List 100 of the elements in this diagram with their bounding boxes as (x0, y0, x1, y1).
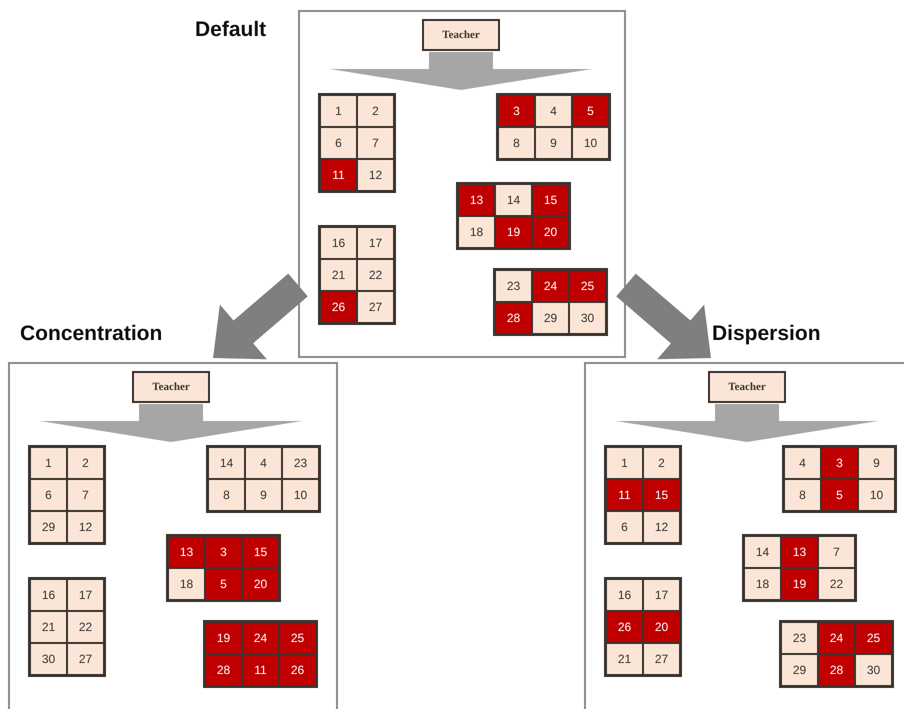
student-seat: 20 (533, 217, 568, 247)
teacher-desk: Teacher (708, 371, 786, 403)
student-seat: 21 (321, 260, 356, 290)
student-seat: 24 (819, 623, 854, 653)
student-seat: 11 (243, 655, 278, 685)
student-seat: 2 (358, 96, 393, 126)
student-seat: 12 (644, 512, 679, 542)
direction-arrow (330, 52, 592, 90)
student-seat: 17 (644, 580, 679, 610)
desk-group (604, 445, 682, 545)
student-seat: 13 (459, 185, 494, 215)
student-seat: 21 (31, 612, 66, 642)
desk-group (166, 534, 281, 602)
student-seat: 8 (785, 480, 820, 510)
student-seat: 24 (533, 271, 568, 301)
student-seat: 24 (243, 623, 278, 653)
panel-heading: Concentration (20, 322, 162, 346)
student-seat: 14 (745, 537, 780, 567)
student-seat: 19 (782, 569, 817, 599)
student-seat: 14 (496, 185, 531, 215)
student-seat: 26 (607, 612, 642, 642)
student-seat: 30 (31, 644, 66, 674)
student-seat: 26 (280, 655, 315, 685)
student-seat: 25 (570, 271, 605, 301)
student-seat: 9 (536, 128, 571, 158)
desk-group (28, 577, 106, 677)
student-seat: 11 (607, 480, 642, 510)
student-seat: 23 (496, 271, 531, 301)
student-seat: 18 (745, 569, 780, 599)
student-seat: 3 (499, 96, 534, 126)
direction-arrow (40, 404, 302, 442)
desk-group (496, 93, 611, 161)
arrow (616, 274, 711, 360)
student-seat: 9 (246, 480, 281, 510)
student-seat: 25 (280, 623, 315, 653)
student-seat: 2 (644, 448, 679, 478)
student-seat: 4 (536, 96, 571, 126)
teacher-desk: Teacher (422, 19, 500, 51)
student-seat: 12 (68, 512, 103, 542)
student-seat: 8 (499, 128, 534, 158)
panel-heading: Default (195, 18, 266, 42)
student-seat: 16 (607, 580, 642, 610)
student-seat: 17 (358, 228, 393, 258)
desk-group (203, 620, 318, 688)
student-seat: 3 (206, 537, 241, 567)
student-seat: 13 (169, 537, 204, 567)
student-seat: 30 (856, 655, 891, 685)
student-seat: 3 (822, 448, 857, 478)
student-seat: 10 (859, 480, 894, 510)
student-seat: 7 (819, 537, 854, 567)
student-seat: 6 (321, 128, 356, 158)
student-seat: 5 (822, 480, 857, 510)
student-seat: 19 (206, 623, 241, 653)
student-seat: 10 (573, 128, 608, 158)
student-seat: 2 (68, 448, 103, 478)
arrow (213, 274, 308, 360)
student-seat: 15 (243, 537, 278, 567)
student-seat: 28 (496, 303, 531, 333)
student-seat: 29 (533, 303, 568, 333)
desk-group (782, 445, 897, 513)
student-seat: 13 (782, 537, 817, 567)
student-seat: 1 (321, 96, 356, 126)
student-seat: 5 (206, 569, 241, 599)
student-seat: 14 (209, 448, 244, 478)
student-seat: 30 (570, 303, 605, 333)
student-seat: 7 (358, 128, 393, 158)
desk-group (604, 577, 682, 677)
student-seat: 1 (31, 448, 66, 478)
student-seat: 20 (243, 569, 278, 599)
student-seat: 23 (283, 448, 318, 478)
student-seat: 27 (68, 644, 103, 674)
student-seat: 12 (358, 160, 393, 190)
student-seat: 15 (533, 185, 568, 215)
student-seat: 10 (283, 480, 318, 510)
student-seat: 17 (68, 580, 103, 610)
student-seat: 4 (246, 448, 281, 478)
student-seat: 18 (459, 217, 494, 247)
student-seat: 29 (782, 655, 817, 685)
student-seat: 6 (31, 480, 66, 510)
student-seat: 4 (785, 448, 820, 478)
student-seat: 22 (358, 260, 393, 290)
student-seat: 9 (859, 448, 894, 478)
desk-group (206, 445, 321, 513)
desk-group (28, 445, 106, 545)
student-seat: 23 (782, 623, 817, 653)
student-seat: 19 (496, 217, 531, 247)
student-seat: 28 (819, 655, 854, 685)
student-seat: 26 (321, 292, 356, 322)
student-seat: 29 (31, 512, 66, 542)
desk-group (456, 182, 571, 250)
desk-group (318, 93, 396, 193)
panel-heading: Dispersion (712, 322, 821, 346)
student-seat: 6 (607, 512, 642, 542)
student-seat: 15 (644, 480, 679, 510)
direction-arrow (616, 404, 878, 442)
student-seat: 1 (607, 448, 642, 478)
desk-group (318, 225, 396, 325)
desk-group (493, 268, 608, 336)
student-seat: 21 (607, 644, 642, 674)
student-seat: 28 (206, 655, 241, 685)
